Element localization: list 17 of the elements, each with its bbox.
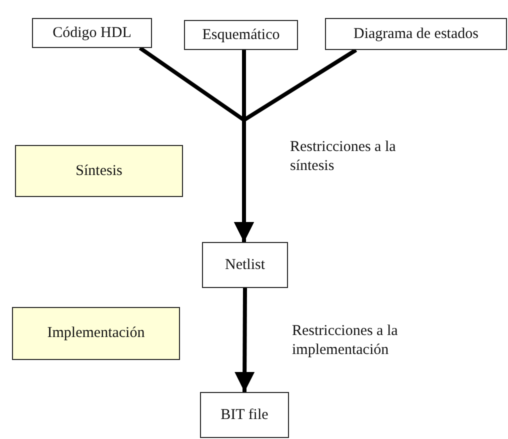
process-box — [200, 392, 289, 438]
process-box — [202, 242, 288, 288]
note-text: Restricciones a la síntesis — [290, 138, 397, 176]
box-label: Netlist — [225, 256, 265, 274]
box-label: BIT file — [220, 406, 268, 424]
box-label: Esquemático — [202, 26, 280, 44]
process-box — [325, 18, 507, 50]
note-text: Restricciones a la implementación — [292, 322, 399, 360]
box-label: Síntesis — [76, 162, 122, 180]
process-box — [184, 20, 298, 50]
stage-box — [12, 307, 180, 360]
box-label: Diagrama de estados — [354, 26, 478, 42]
stage-box — [15, 145, 183, 197]
box-label: Código HDL — [52, 24, 132, 42]
box-label: Implementación — [47, 325, 145, 342]
arrow — [234, 288, 255, 392]
process-box — [32, 18, 152, 48]
